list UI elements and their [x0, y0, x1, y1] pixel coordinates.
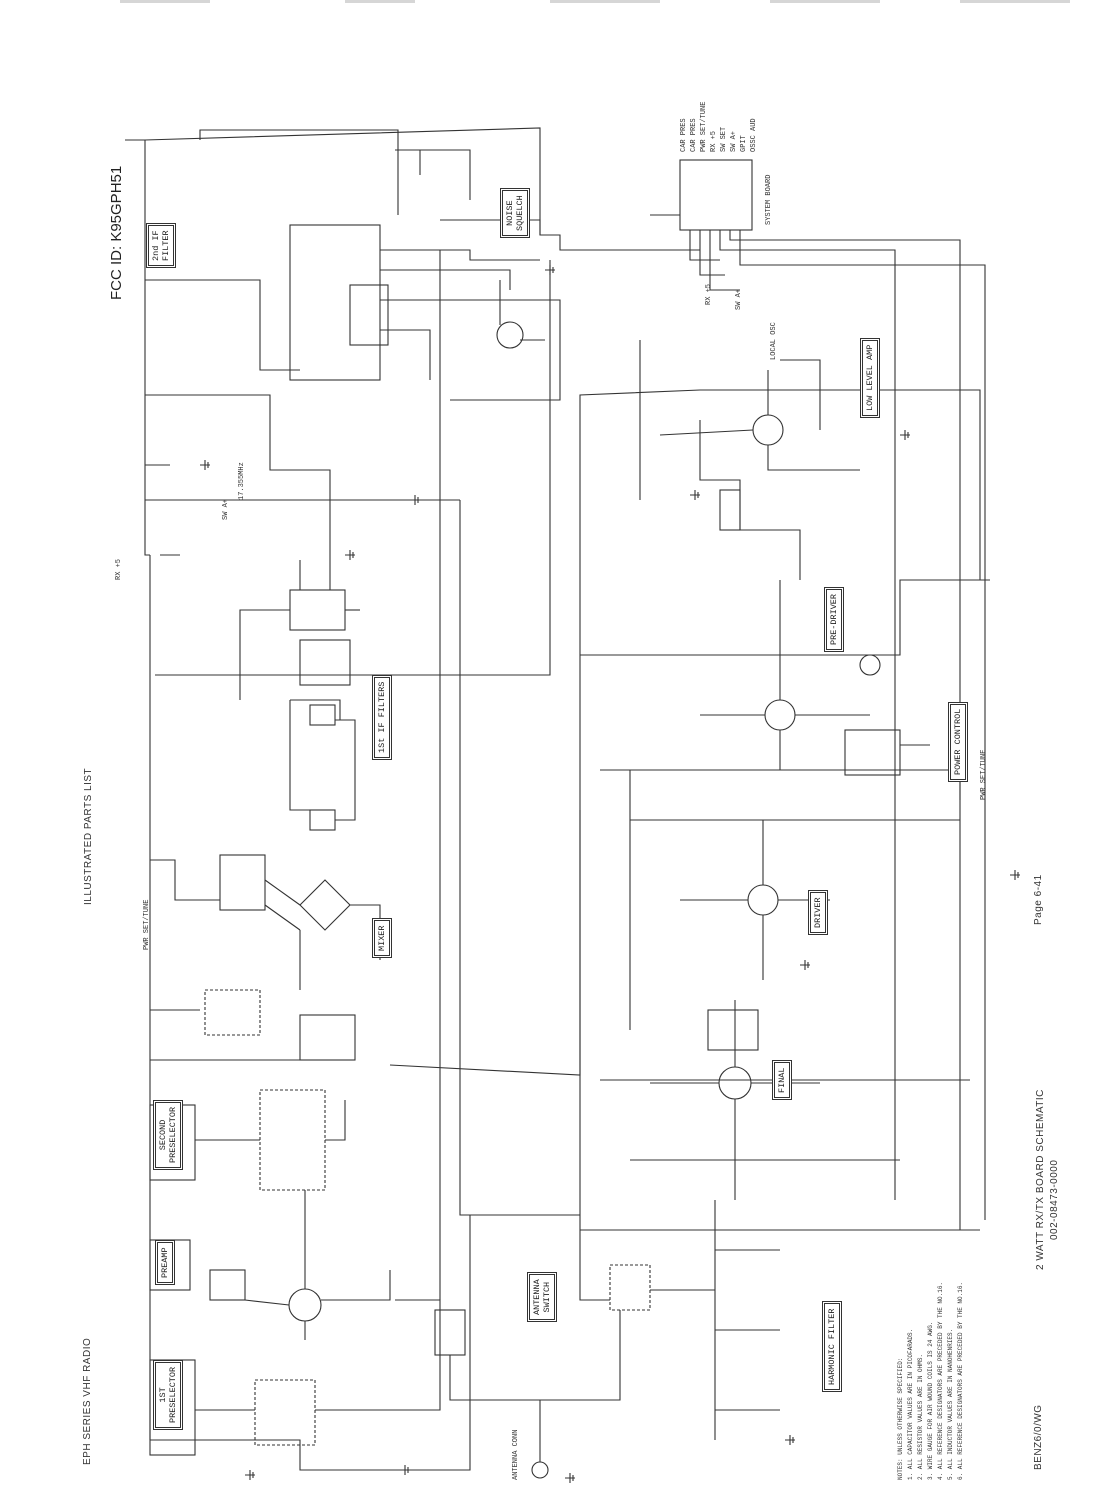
note-line: 6. ALL REFERENCE DESIGNATORS ARE PRECEDE…	[957, 1281, 964, 1480]
j2-pin-label: PWR SET/TUNE	[700, 101, 708, 152]
fcc-id: FCC ID: K95GPH51	[108, 165, 125, 300]
date-code: BENZ6/0/WG	[1033, 1404, 1044, 1470]
net-label-sw-a-plus: SW A+	[735, 288, 743, 310]
block-pre-driver: PRE-DRIVER	[824, 586, 844, 652]
note-line: 3. WIRE GAUGE FOR AIR WOUND COILS IS 24 …	[927, 1321, 934, 1480]
net-label-local-osc: LOCAL OSC	[770, 322, 778, 360]
j2-pin-label: OSSC AUD	[750, 118, 758, 152]
block-final: FINAL	[772, 1060, 792, 1100]
net-label-antenna: ANTENNA CONN	[512, 1429, 520, 1480]
net-label-rx5: RX +5	[115, 558, 123, 580]
net-label-rx5-j2: RX +5	[705, 283, 713, 305]
j2-pin-label: CAR PRES	[680, 118, 688, 152]
j2-pin-label: RX +5	[710, 130, 718, 152]
block-first-if-filters: 1St IF FILTERS	[372, 674, 392, 760]
net-label-sw-a-plus-rx: SW A+	[222, 498, 230, 520]
scan-artifact	[960, 0, 1070, 3]
block-mixer: MIXER	[372, 918, 392, 958]
net-label-pwr-set-tune-tx: PWR SET/TUNE	[980, 749, 988, 800]
block-harmonic-filter: HARMONIC FILTER	[822, 1301, 842, 1392]
schematic-title: 2 WATT RX/TX BOARD SCHEMATIC	[1035, 1089, 1046, 1270]
j2-pin-label: GPIT	[740, 135, 748, 152]
scan-artifact	[770, 0, 880, 3]
scan-artifact	[345, 0, 415, 3]
block-driver: DRIVER	[808, 890, 828, 935]
block-low-level-amp: LOW LEVEL AMP	[860, 337, 880, 418]
scan-artifact	[550, 0, 660, 3]
page-number: Page 6-41	[1033, 874, 1044, 925]
j2-pin-label: CAR PRES	[690, 118, 698, 152]
net-label-pwr-set-tune: PWR SET/TUNE	[143, 899, 151, 950]
net-label-if-freq: 17.355MHz	[238, 462, 246, 500]
series-title: EPH SERIES VHF RADIO	[82, 1337, 93, 1465]
doc-number: 002-08473-0000	[1049, 1159, 1060, 1240]
block-power-control: POWER CONTROL	[948, 701, 968, 782]
scan-artifact	[120, 0, 210, 3]
j2-pin-label: SW SET	[720, 126, 728, 152]
note-line: 5. ALL INDUCTOR VALUES ARE IN NANOHENRIE…	[947, 1328, 954, 1480]
note-line: 2. ALL RESISTOR VALUES ARE IN OHMS.	[917, 1353, 924, 1480]
note-line: NOTES: UNLESS OTHERWISE SPECIFIED:	[897, 1357, 904, 1480]
note-line: 1. ALL CAPACITOR VALUES ARE IN PICOFARAD…	[907, 1328, 914, 1480]
note-line: 4. ALL REFERENCE DESIGNATORS ARE PRECEDE…	[937, 1281, 944, 1480]
j2-connector-label: SYSTEM BOARD	[765, 174, 773, 225]
notes-block: NOTES: UNLESS OTHERWISE SPECIFIED: 1. AL…	[896, 1282, 966, 1480]
block-preamp: PREAMP	[155, 1240, 175, 1285]
j2-pin-label: SW A+	[730, 130, 738, 152]
parts-list-title: ILLUSTRATED PARTS LIST	[83, 767, 94, 905]
